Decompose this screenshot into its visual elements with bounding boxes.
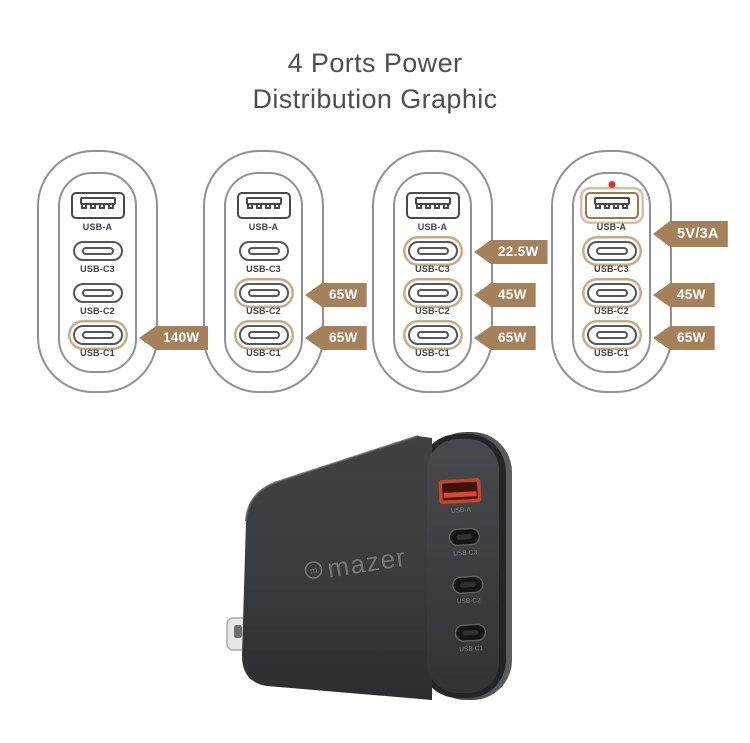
usb-c3-port: USB-C3 — [407, 241, 458, 274]
usb-c-icon — [72, 283, 123, 303]
usb-c-icon — [238, 325, 289, 345]
charger-top-edge-highlight — [245, 435, 419, 522]
usb-a-label: USB-A — [82, 222, 113, 232]
usb-c1-label: USB-C1 — [594, 348, 629, 358]
charger-diagram-1-face: USB-A USB-C3 USB-C2 USB-C1 — [58, 172, 137, 373]
product-usb-c3-label: USB-C3 — [453, 549, 478, 557]
usb-a-label: USB-A — [596, 222, 627, 232]
product-ports: USB-A USB-C3 USB-C2 USB-C1 — [438, 478, 487, 653]
usb-c3-label: USB-C3 — [415, 264, 450, 274]
active-indicator-dot — [608, 181, 615, 188]
power-tag-45w: 45W — [474, 283, 536, 307]
usb-c1-port: USB-C1 — [72, 325, 123, 358]
usb-c3-label: USB-C3 — [246, 264, 281, 274]
usb-c2-port: USB-C2 — [586, 283, 637, 316]
charger-product-photo: m mazer USB-A USB-C3 — [222, 428, 522, 718]
power-tag-22-5w: 22.5W — [474, 240, 548, 264]
usb-c-icon — [586, 283, 637, 303]
usb-c3-port: USB-C3 — [586, 241, 637, 274]
usb-a-icon — [405, 192, 460, 219]
title-line-1: 4 Ports Power — [287, 48, 463, 78]
charger-diagram-3: USB-A USB-C3 USB-C2 USB-C1 22.5W 45W 65W — [372, 150, 548, 393]
charger-diagram-2: USB-A USB-C3 USB-C2 USB-C1 65W 65W — [203, 150, 367, 393]
usb-a-pins — [80, 203, 115, 209]
usb-c-icon — [72, 241, 123, 261]
charger-side-body — [242, 436, 432, 700]
usb-c2-label: USB-C2 — [415, 306, 450, 316]
usb-a-port: USB-A — [70, 192, 125, 232]
title-line-2: Distribution Graphic — [252, 83, 498, 114]
usb-a-tongue — [593, 197, 630, 205]
charger-diagram-2-face: USB-A USB-C3 USB-C2 USB-C1 — [224, 172, 303, 373]
charger-port-panel — [427, 439, 499, 693]
charger-diagram-4-face: USB-A USB-C3 USB-C2 USB-C1 — [572, 172, 651, 373]
usb-c3-label: USB-C3 — [80, 264, 115, 274]
usb-a-pins — [594, 203, 629, 209]
usb-c3-label: USB-C3 — [594, 264, 629, 274]
brand-logo-icon — [304, 561, 323, 579]
usb-c2-port: USB-C2 — [407, 283, 458, 316]
charger-product-image: m mazer USB-A USB-C3 — [226, 432, 512, 700]
usb-c1-port: USB-C1 — [407, 325, 458, 358]
usb-c-icon — [72, 325, 123, 345]
usb-a-port: USB-A — [236, 192, 291, 232]
power-tag-140w: 140W — [139, 326, 209, 350]
brand-logo-monogram: m — [309, 565, 318, 576]
usb-c2-port: USB-C2 — [238, 283, 289, 316]
product-usb-a-label: USB-A — [451, 507, 472, 515]
charger-diagram-1: USB-A USB-C3 USB-C2 USB-C1 140W — [37, 150, 209, 393]
usb-c-icon — [586, 325, 637, 345]
power-tag-65w: 65W — [305, 283, 367, 307]
usb-a-tongue — [79, 197, 116, 205]
product-usb-c3-port: USB-C3 — [448, 527, 481, 558]
usb-c-icon — [238, 283, 289, 303]
product-usb-c1-port: USB-C1 — [454, 623, 487, 653]
usb-a-icon — [70, 192, 125, 219]
product-usb-c1-label: USB-C1 — [459, 645, 484, 653]
usb-a-pins — [415, 203, 450, 209]
usb-c-icon — [407, 283, 458, 303]
usb-c2-label: USB-C2 — [246, 306, 281, 316]
usb-c1-port: USB-C1 — [586, 325, 637, 358]
power-tag-65w: 65W — [305, 326, 367, 350]
usb-c3-port: USB-C3 — [238, 241, 289, 274]
usb-c-icon — [407, 241, 458, 261]
usb-c1-port: USB-C1 — [238, 325, 289, 358]
usb-c1-label: USB-C1 — [415, 348, 450, 358]
power-tag-5v3a: 5V/3A — [653, 221, 728, 247]
usb-c-icon — [407, 325, 458, 345]
usb-a-pins — [246, 203, 281, 209]
product-usb-c2-label: USB-C2 — [457, 597, 482, 605]
usb-a-port: USB-A — [584, 181, 639, 232]
charger-diagram-4: USB-A USB-C3 USB-C2 USB-C1 5V/3A 45W 65W — [551, 150, 728, 393]
usb-a-label: USB-A — [248, 222, 279, 232]
usb-c2-label: USB-C2 — [80, 306, 115, 316]
usb-a-label: USB-A — [417, 222, 448, 232]
usb-a-icon — [236, 192, 291, 219]
product-usb-c2-port: USB-C2 — [452, 575, 484, 605]
usb-a-icon — [584, 192, 639, 219]
usb-c3-port: USB-C3 — [72, 241, 123, 274]
usb-c1-label: USB-C1 — [246, 348, 281, 358]
power-tag-45w: 45W — [653, 283, 715, 307]
power-distribution-diagrams: USB-A USB-C3 USB-C2 USB-C1 140W — [0, 150, 750, 400]
power-tag-65w: 65W — [474, 326, 536, 350]
product-usb-a-port: USB-A — [438, 478, 482, 515]
usb-c2-port: USB-C2 — [72, 283, 123, 316]
usb-c-icon — [586, 241, 637, 261]
usb-c-icon — [238, 241, 289, 261]
usb-c1-label: USB-C1 — [80, 348, 115, 358]
power-tag-65w: 65W — [653, 326, 715, 350]
usb-c2-label: USB-C2 — [594, 306, 629, 316]
usb-a-tongue — [245, 197, 282, 205]
usb-a-port: USB-A — [405, 192, 460, 232]
charger-diagram-3-face: USB-A USB-C3 USB-C2 USB-C1 — [393, 172, 472, 373]
usb-a-tongue — [414, 197, 451, 205]
